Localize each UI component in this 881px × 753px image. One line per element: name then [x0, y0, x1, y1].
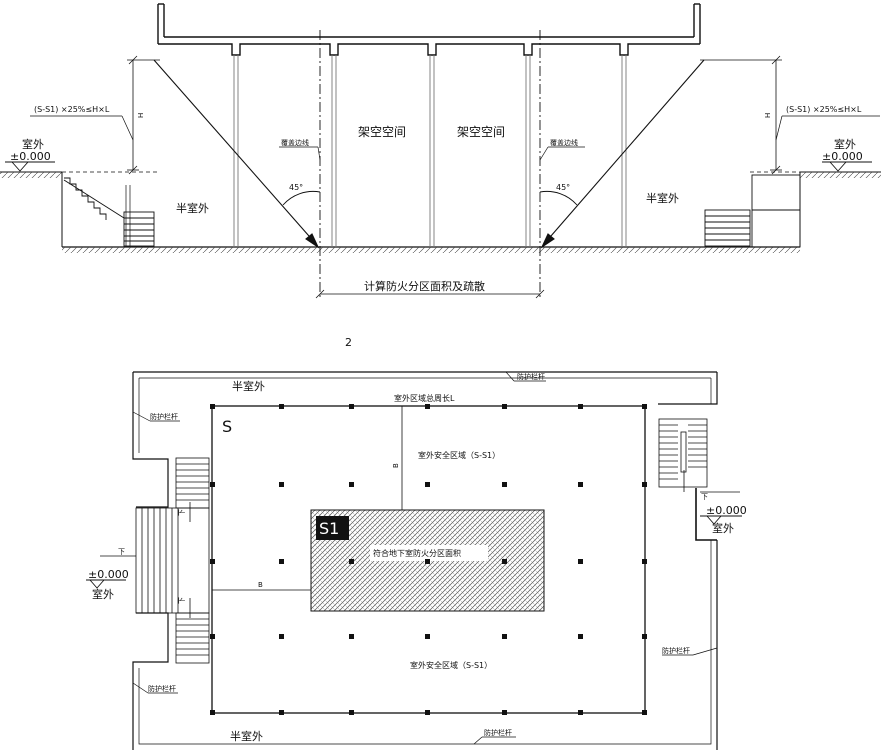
section-stilt-left: 架空空间 — [358, 125, 406, 139]
section-height-left: H — [137, 113, 145, 118]
section-span-label: 计算防火分区面积及疏散 — [364, 279, 485, 293]
plan-down-mark: 下 — [701, 493, 708, 501]
section-right-outdoor: 室外 — [834, 137, 856, 151]
plan-down-mark: 下 — [178, 597, 186, 604]
plan-fire-zone-tag-bg — [370, 545, 488, 561]
plan-column-grid — [210, 404, 647, 715]
plan-semi-outdoor-top: 半室外 — [232, 379, 265, 393]
plan-view: 半室外 半室外 室外区域总周长L 防护栏杆 防护栏杆 防护栏杆 防护栏杆 防护栏… — [86, 371, 747, 750]
section-left-outdoor: 室外 — [22, 137, 44, 151]
section-covered-edge-left: 覆盖边线 — [281, 138, 309, 147]
plan-center-dot — [425, 559, 430, 564]
plan-down-mark: 下 — [118, 548, 125, 556]
plan-rail-top: 防护栏杆 — [517, 372, 545, 381]
plan-outer-boundary — [132, 371, 718, 750]
section-covered-edge-right: 覆盖边线 — [550, 138, 578, 147]
section-stilt-right: 架空空间 — [457, 125, 505, 139]
section-left-level: ±0.000 — [10, 150, 51, 163]
plan-right-dot — [502, 559, 507, 564]
section-right-stair — [704, 174, 801, 248]
plan-dim-b-vertical: B — [392, 463, 400, 468]
section-45deg-lines — [153, 59, 705, 249]
plan-level-markers — [86, 515, 742, 589]
plan-perimeter-label: 室外区域总周长L — [394, 393, 455, 403]
plan-rail-left-lower: 防护栏杆 — [148, 684, 176, 693]
plan-s-label: S — [222, 417, 232, 436]
section-right-level: ±0.000 — [822, 150, 863, 163]
section-span-dim — [315, 289, 545, 299]
plan-right-stairs — [658, 418, 740, 493]
section-semi-outdoor-left: 半室外 — [176, 201, 209, 215]
section-right-formula: (S-S1) ×25%≤H×L — [786, 105, 862, 114]
plan-rail-leaders — [132, 371, 718, 745]
section-height-dims — [127, 55, 782, 175]
plan-fire-zone-label: 符合地下室防火分区面积 — [373, 548, 461, 558]
section-centerlines — [319, 30, 541, 300]
section-view: (S-S1) ×25%≤H×L (S-S1) ×25%≤H×L 室外 ±0.00… — [0, 3, 881, 349]
plan-left-level: ±0.000 — [88, 568, 129, 581]
plan-down-mark: 下 — [178, 509, 186, 516]
section-angle-right: 45° — [556, 183, 570, 192]
plan-dim-b-horizontal: B — [258, 581, 263, 589]
plan-left-dot — [349, 559, 354, 564]
plan-s1-label: S1 — [319, 519, 339, 538]
plan-left-stairs — [100, 457, 210, 664]
plan-safe-zone-bottom: 室外安全区域（S-S1） — [410, 660, 492, 670]
plan-b-dims — [212, 406, 403, 591]
section-semi-outdoor-right: 半室外 — [646, 191, 679, 205]
plan-left-outdoor: 室外 — [92, 587, 114, 601]
plan-rail-bottom: 防护栏杆 — [484, 728, 512, 737]
section-level-markers — [5, 161, 872, 172]
plan-rail-right: 防护栏杆 — [662, 646, 690, 655]
section-height-right: H — [764, 113, 772, 118]
plan-right-outdoor: 室外 — [712, 521, 734, 535]
section-angle-left: 45° — [289, 183, 303, 192]
section-left-formula: (S-S1) ×25%≤H×L — [34, 105, 110, 114]
section-formula-leaders — [30, 115, 880, 161]
section-roof-slab — [157, 3, 701, 56]
plan-rail-left-upper: 防护栏杆 — [150, 412, 178, 421]
plan-s1-tag — [316, 516, 349, 540]
section-figure-mark: 2 — [345, 336, 352, 349]
plan-right-level: ±0.000 — [706, 504, 747, 517]
plan-safe-zone-top: 室外安全区域（S-S1） — [418, 450, 500, 460]
plan-semi-outdoor-bottom: 半室外 — [230, 729, 263, 743]
section-left-stair — [63, 177, 155, 247]
